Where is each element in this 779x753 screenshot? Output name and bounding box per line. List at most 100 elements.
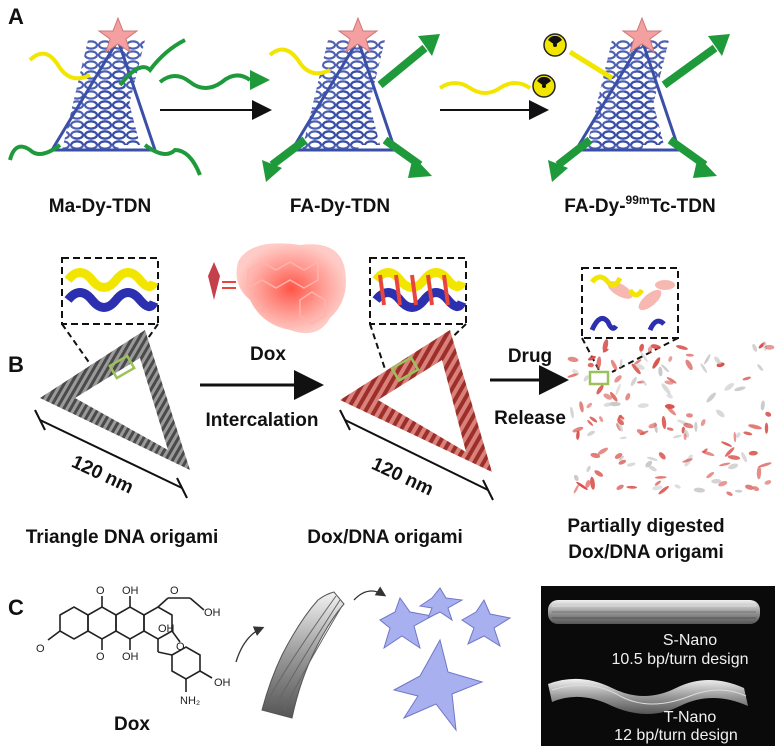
caption-dox-origami: Dox/DNA origami bbox=[307, 527, 463, 548]
fragment bbox=[741, 451, 748, 463]
star-icon bbox=[337, 16, 379, 54]
radioactive-icon bbox=[543, 33, 567, 57]
fragment bbox=[734, 386, 746, 392]
fragment bbox=[685, 353, 694, 357]
fragment bbox=[728, 463, 739, 470]
fragment bbox=[757, 364, 764, 371]
tdn-fa-dy-tc bbox=[548, 16, 730, 182]
caption-triangle: Triangle DNA origami bbox=[26, 527, 219, 548]
fragment bbox=[758, 462, 772, 468]
fragment bbox=[573, 484, 579, 494]
fragment bbox=[760, 400, 765, 411]
fragment bbox=[674, 484, 681, 489]
fragment bbox=[639, 343, 645, 352]
fragment bbox=[646, 456, 658, 461]
fragment bbox=[587, 355, 596, 361]
fragment bbox=[576, 481, 588, 490]
s-nano-name: S-Nano bbox=[663, 632, 717, 649]
fragment bbox=[586, 402, 593, 409]
fragment bbox=[666, 427, 674, 431]
svg-text:O: O bbox=[176, 641, 185, 653]
fragment bbox=[573, 474, 579, 481]
svg-text:OH: OH bbox=[122, 585, 139, 597]
fragment bbox=[726, 491, 733, 496]
fragment bbox=[596, 384, 604, 395]
fragment bbox=[724, 447, 735, 457]
dox-label-c: Dox bbox=[114, 714, 150, 735]
fragment bbox=[603, 402, 612, 407]
fragment bbox=[647, 346, 653, 354]
fragment bbox=[719, 462, 731, 467]
fragment bbox=[673, 434, 682, 439]
arrow-a2 bbox=[438, 33, 567, 120]
fragment bbox=[648, 465, 657, 472]
panel-c-letter: C bbox=[8, 595, 24, 620]
caption-partially-digested: Partially digested bbox=[567, 516, 724, 537]
fragment bbox=[661, 364, 670, 373]
fragment bbox=[683, 433, 687, 441]
star-icon bbox=[621, 16, 663, 54]
fragment bbox=[654, 476, 667, 479]
fragment bbox=[748, 450, 758, 456]
fragment bbox=[666, 393, 673, 399]
fragment bbox=[756, 466, 762, 480]
fragment bbox=[716, 409, 725, 418]
scale-label-1: 120 nm bbox=[68, 452, 136, 499]
dox-molecule bbox=[208, 243, 346, 334]
dox-structure bbox=[47, 596, 213, 692]
fragment bbox=[617, 421, 623, 432]
fragment bbox=[618, 459, 627, 465]
fragment bbox=[764, 344, 775, 350]
fragment bbox=[658, 366, 663, 377]
fragment bbox=[684, 429, 690, 438]
svg-text:NH₂: NH₂ bbox=[180, 695, 200, 707]
fragment bbox=[727, 455, 741, 460]
fragment bbox=[597, 447, 608, 455]
fragment bbox=[587, 430, 595, 437]
fragment bbox=[631, 363, 641, 375]
twisted-bundle bbox=[235, 586, 387, 719]
fragment bbox=[650, 344, 661, 350]
fragment bbox=[683, 422, 694, 429]
t-nano-name: T-Nano bbox=[664, 709, 717, 726]
fragment bbox=[648, 423, 658, 429]
fragment bbox=[661, 383, 671, 395]
fragment bbox=[694, 421, 698, 432]
fragment bbox=[764, 422, 769, 434]
release-label: Release bbox=[494, 408, 566, 429]
fragment bbox=[587, 362, 594, 368]
label-fa-dy-tdn: FA-Dy-TDN bbox=[290, 196, 390, 217]
fragment bbox=[735, 432, 741, 438]
svg-text:OH: OH bbox=[122, 651, 139, 663]
t-nano-design: 12 bp/turn design bbox=[614, 727, 738, 744]
fragment bbox=[693, 487, 706, 493]
fragment bbox=[615, 383, 621, 396]
digested-fragments bbox=[567, 339, 775, 496]
fragment bbox=[610, 359, 618, 371]
label-fa-dy-tc-tdn: FA-Dy-99mTc-TDN bbox=[564, 193, 715, 217]
scale-bar-1 bbox=[39, 419, 183, 489]
fragment bbox=[609, 392, 618, 402]
blue-fragments bbox=[379, 587, 512, 732]
fragment bbox=[579, 401, 584, 413]
fragment bbox=[619, 359, 623, 368]
fragment bbox=[617, 414, 622, 420]
s-nano-bundle bbox=[548, 600, 760, 624]
fragment bbox=[626, 462, 636, 467]
t-nano-bundle bbox=[548, 678, 748, 714]
svg-text:O: O bbox=[170, 585, 179, 597]
fragment bbox=[641, 379, 647, 386]
fragment bbox=[748, 424, 762, 430]
fragment bbox=[704, 354, 711, 365]
fragment bbox=[645, 460, 653, 468]
intercalation-label: Intercalation bbox=[206, 410, 319, 431]
fragment bbox=[616, 484, 624, 490]
fragment bbox=[636, 429, 645, 435]
svg-text:O: O bbox=[36, 643, 45, 655]
fragment bbox=[742, 376, 752, 381]
fragment bbox=[587, 419, 594, 426]
panel-b-letter: B bbox=[8, 352, 24, 377]
zoom-inset-1 bbox=[61, 257, 159, 379]
fragment bbox=[637, 403, 649, 408]
